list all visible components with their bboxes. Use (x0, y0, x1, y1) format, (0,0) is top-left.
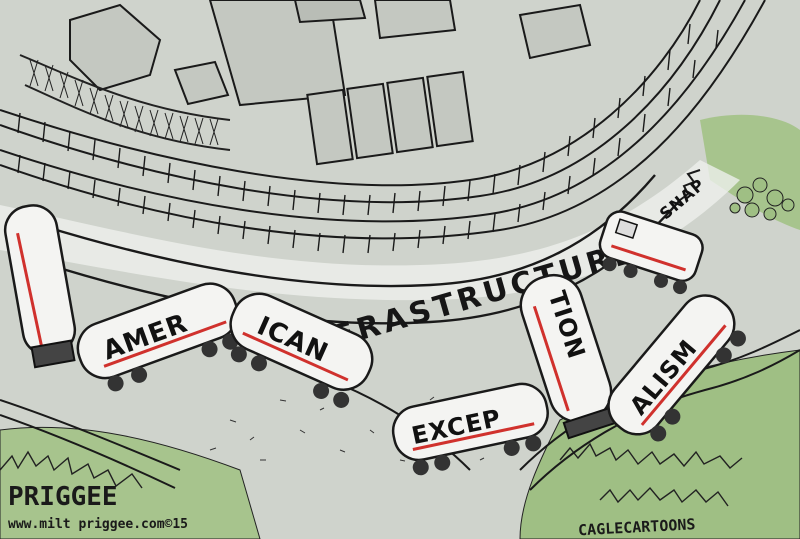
grass-areas (0, 114, 800, 539)
rocks (729, 177, 795, 221)
buildings (69, 0, 592, 166)
upper-track-ties (17, 23, 719, 254)
upper-tracks (0, 0, 766, 240)
tanker-car-tion: TION (519, 273, 618, 440)
artist-url: www.milt priggee.com©15 (8, 517, 188, 532)
tanker-car-excep: EXCEP (391, 382, 549, 476)
locomotive (598, 210, 704, 295)
tanker-car-amer: AMER (76, 282, 239, 392)
tanker-car-ican: ICAN (229, 292, 374, 408)
fence (19, 54, 231, 151)
tanker-car-left (3, 204, 77, 369)
syndicate-credit: CAGLECARTOONS (578, 515, 696, 539)
artist-signature: PRIGGEE (8, 482, 118, 512)
highlight-band (0, 160, 740, 301)
